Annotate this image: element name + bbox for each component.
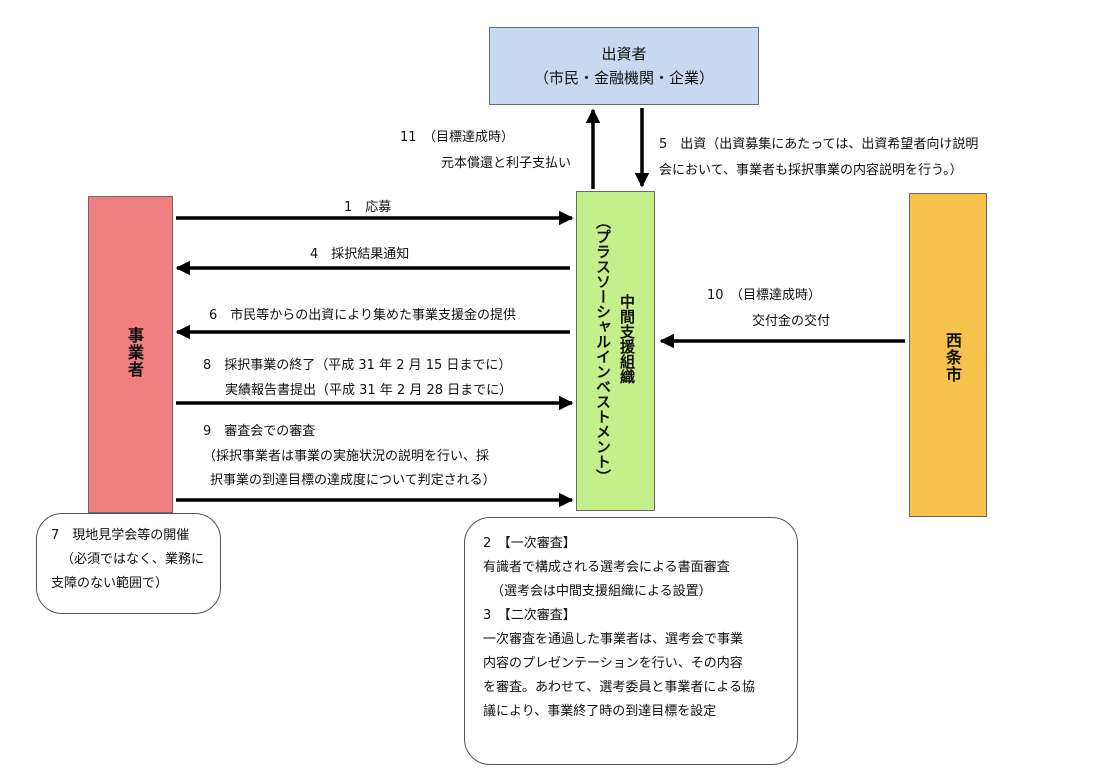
screening-line-3: （選考会は中間支援組織による設置） [491, 584, 712, 599]
flow-4-label: 4 採択結果通知 [310, 247, 410, 262]
intermediary-box: 中間支援組織 （プラスソーシャルインベストメント） [576, 191, 655, 511]
flow-5-label-2: 会において、事業者も採択事業の内容説明を行う。） [659, 163, 963, 178]
screening-line-5: 一次審査を通過した事業者は、選考会で事業 [483, 632, 744, 647]
intermediary-label: 中間支援組織 [618, 294, 636, 384]
flow-8-label-2: 実績報告書提出（平成 31 年 2 月 28 日までに） [225, 383, 513, 398]
investor-title: 出資者 [601, 45, 647, 63]
site-visit-line-2: （必須ではなく、業務に [61, 552, 205, 567]
flow-1-label: 1 応募 [344, 200, 392, 215]
flow-9-label-3: 択事業の到達目標の達成度について判定される） [210, 473, 496, 488]
screening-line-4: 3 【二次審査】 [483, 608, 576, 623]
flow-11-label-2: 元本償還と利子支払い [441, 156, 572, 171]
site-visit-line-3: 支障のない範囲で） [51, 576, 169, 591]
site-visit-note: 7 現地見学会等の開催 （必須ではなく、業務に 支障のない範囲で） [36, 513, 221, 614]
investor-subtitle: （市民・金融機関・企業） [533, 69, 714, 87]
screening-line-8: 議により、事業終了時の到達目標を設定 [483, 704, 717, 719]
flow-10-label-1: 10 （目標達成時） [707, 288, 822, 303]
screening-line-2: 有識者で構成される選考会による書面審査 [483, 560, 730, 575]
flow-10-label-2: 交付金の交付 [752, 314, 831, 329]
flow-5-label-1: 5 出資（出資募集にあたっては、出資希望者向け説明 [659, 137, 979, 152]
investor-box: 出資者 （市民・金融機関・企業） [489, 27, 759, 105]
city-box: 西条市 [909, 193, 987, 517]
business-label: 事業者 [125, 327, 144, 378]
site-visit-line-1: 7 現地見学会等の開催 [51, 528, 190, 543]
intermediary-name: （プラスソーシャルインベストメント） [594, 214, 612, 484]
city-label: 西条市 [943, 332, 962, 383]
flow-11-label-1: 11 （目標達成時） [400, 130, 515, 145]
screening-note: 2 【一次審査】 有識者で構成される選考会による書面審査 （選考会は中間支援組織… [464, 517, 798, 765]
flow-9-label-2: （採択事業者は事業の実施状況の説明を行い、採 [203, 449, 490, 464]
screening-line-7: を審査。あわせて、選考委員と事業者による協 [483, 680, 755, 695]
flow-9-label-1: 9 審査会での審査 [203, 424, 316, 439]
screening-line-6: 内容のプレゼンテーションを行い、その内容 [483, 656, 743, 671]
business-box: 事業者 [88, 196, 173, 513]
screening-line-1: 2 【一次審査】 [483, 536, 576, 551]
flow-8-label-1: 8 採択事業の終了（平成 31 年 2 月 15 日までに） [203, 358, 512, 373]
flow-6-label: 6 市民等からの出資により集めた事業支援金の提供 [209, 308, 517, 323]
